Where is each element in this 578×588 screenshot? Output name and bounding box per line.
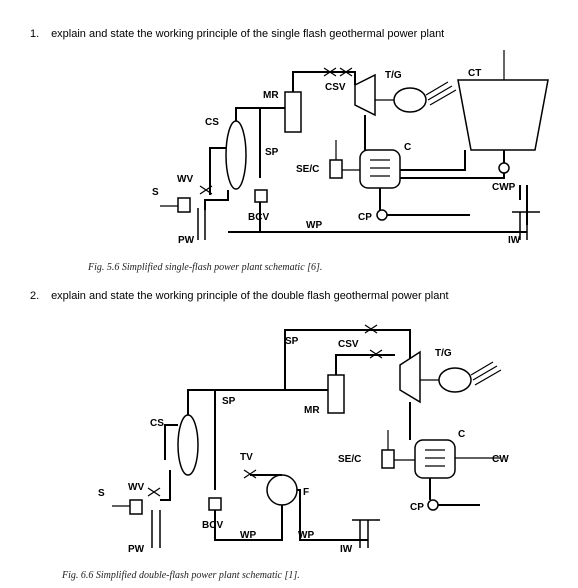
condenser-2 [414,439,456,479]
figure-1-caption: Fig. 5.6 Simplified single-flash power p… [88,262,323,273]
label-bcv: BCV [248,212,269,223]
label-sp-upper: SP [285,336,299,347]
label-se-c-2: SE/C [338,454,361,465]
generator-2 [438,367,472,393]
label-mr-2: MR [304,405,320,416]
label-wp-2: WP [298,530,314,541]
turbine-2 [399,350,421,404]
label-s: S [152,187,159,198]
label-cw: CW [492,454,509,465]
label-s-2: S [98,488,105,499]
label-wp: WP [306,220,322,231]
label-wv-2: WV [128,482,144,493]
label-mr: MR [263,90,279,101]
cooling-water-pump [498,162,510,174]
label-pw: PW [178,235,195,246]
question-1-number: 1. [30,28,40,40]
steam-ejector-2 [381,449,395,469]
label-csv: CSV [325,82,346,93]
production-well-2 [151,510,161,548]
cyclone-separator-2 [177,414,199,476]
label-cp: CP [358,212,372,223]
label-c: C [404,142,411,153]
label-sp: SP [265,147,279,158]
question-2-number: 2. [30,290,40,302]
label-bcv-2: BCV [202,520,223,531]
label-tg-2: T/G [435,348,452,359]
label-sp-lower: SP [222,396,236,407]
steam-ejector [329,159,343,179]
moisture-remover [284,91,302,133]
question-1: 1. explain and state the working princip… [30,28,444,40]
label-cwp: CWP [492,182,516,193]
label-tv: TV [240,452,253,463]
cooling-tower [457,79,549,151]
ball-check-valve-2 [208,497,222,511]
label-cs-2: CS [150,418,164,429]
condenser [359,149,401,189]
condensate-pump [376,209,388,221]
label-iw: IW [508,235,521,246]
moisture-remover-2 [327,374,345,414]
label-wp-1: WP [240,530,256,541]
label-csv-2: CSV [338,339,359,350]
label-cs: CS [205,117,219,128]
label-c-2: C [458,429,465,440]
ball-check-valve [254,189,268,203]
condensate-pump-2 [427,499,439,511]
label-wv: WV [177,174,193,185]
injection-well-2 [352,519,380,548]
generator [393,87,427,113]
label-se-c: SE/C [296,164,319,175]
label-iw-2: IW [340,544,353,555]
question-1-text: explain and state the working principle … [51,28,445,40]
figure-2-caption: Fig. 6.6 Simplified double-flash power p… [62,570,300,581]
label-tg: T/G [385,70,402,81]
label-f: F [303,487,309,498]
turbine [354,73,376,117]
label-cp-2: CP [410,502,424,513]
production-well [197,208,206,240]
label-ct: CT [468,68,481,79]
cyclone-separator [225,120,247,190]
flasher [266,474,298,506]
label-pw-2: PW [128,544,145,555]
question-2-text: explain and state the working principle … [51,290,449,302]
question-2: 2. explain and state the working princip… [30,290,449,302]
